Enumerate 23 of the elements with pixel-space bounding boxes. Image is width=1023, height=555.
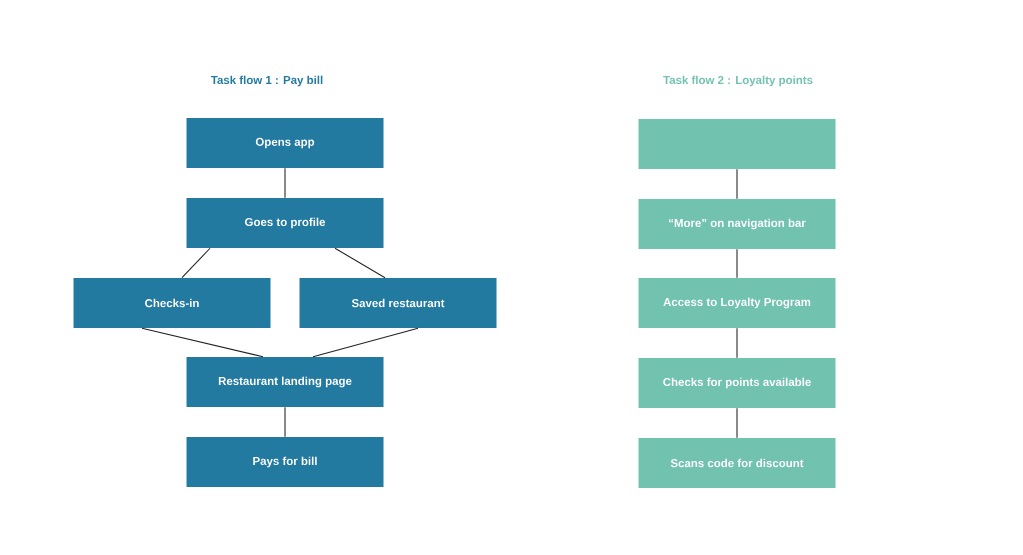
connector-line <box>736 407 738 439</box>
step-box: Opens app <box>186 118 384 168</box>
connector-line <box>141 327 264 358</box>
connector-line <box>181 247 211 279</box>
connector-line <box>334 247 386 279</box>
step-box: Checks-in <box>73 278 271 328</box>
step-box: Restaurant landing page <box>186 357 384 407</box>
step-box: Pays for bill <box>186 437 384 487</box>
step-box: “More” on navigation bar <box>638 199 836 249</box>
connector-line <box>736 327 738 359</box>
step-box: Saved restaurant <box>299 278 497 328</box>
flow-title: Task flow 1 : Pay bill <box>210 75 323 87</box>
connector-line <box>736 248 738 279</box>
connector-line <box>312 327 419 358</box>
step-box: Checks for points available <box>638 358 836 408</box>
flow-title: Task flow 2 : Loyalty points <box>663 75 813 87</box>
connector-line <box>736 168 738 200</box>
connector-line <box>284 167 286 199</box>
connector-line <box>284 406 286 438</box>
step-box <box>638 119 836 169</box>
step-box: Goes to profile <box>186 198 384 248</box>
step-box: Access to Loyalty Program <box>638 278 836 328</box>
step-box: Scans code for discount <box>638 438 836 488</box>
